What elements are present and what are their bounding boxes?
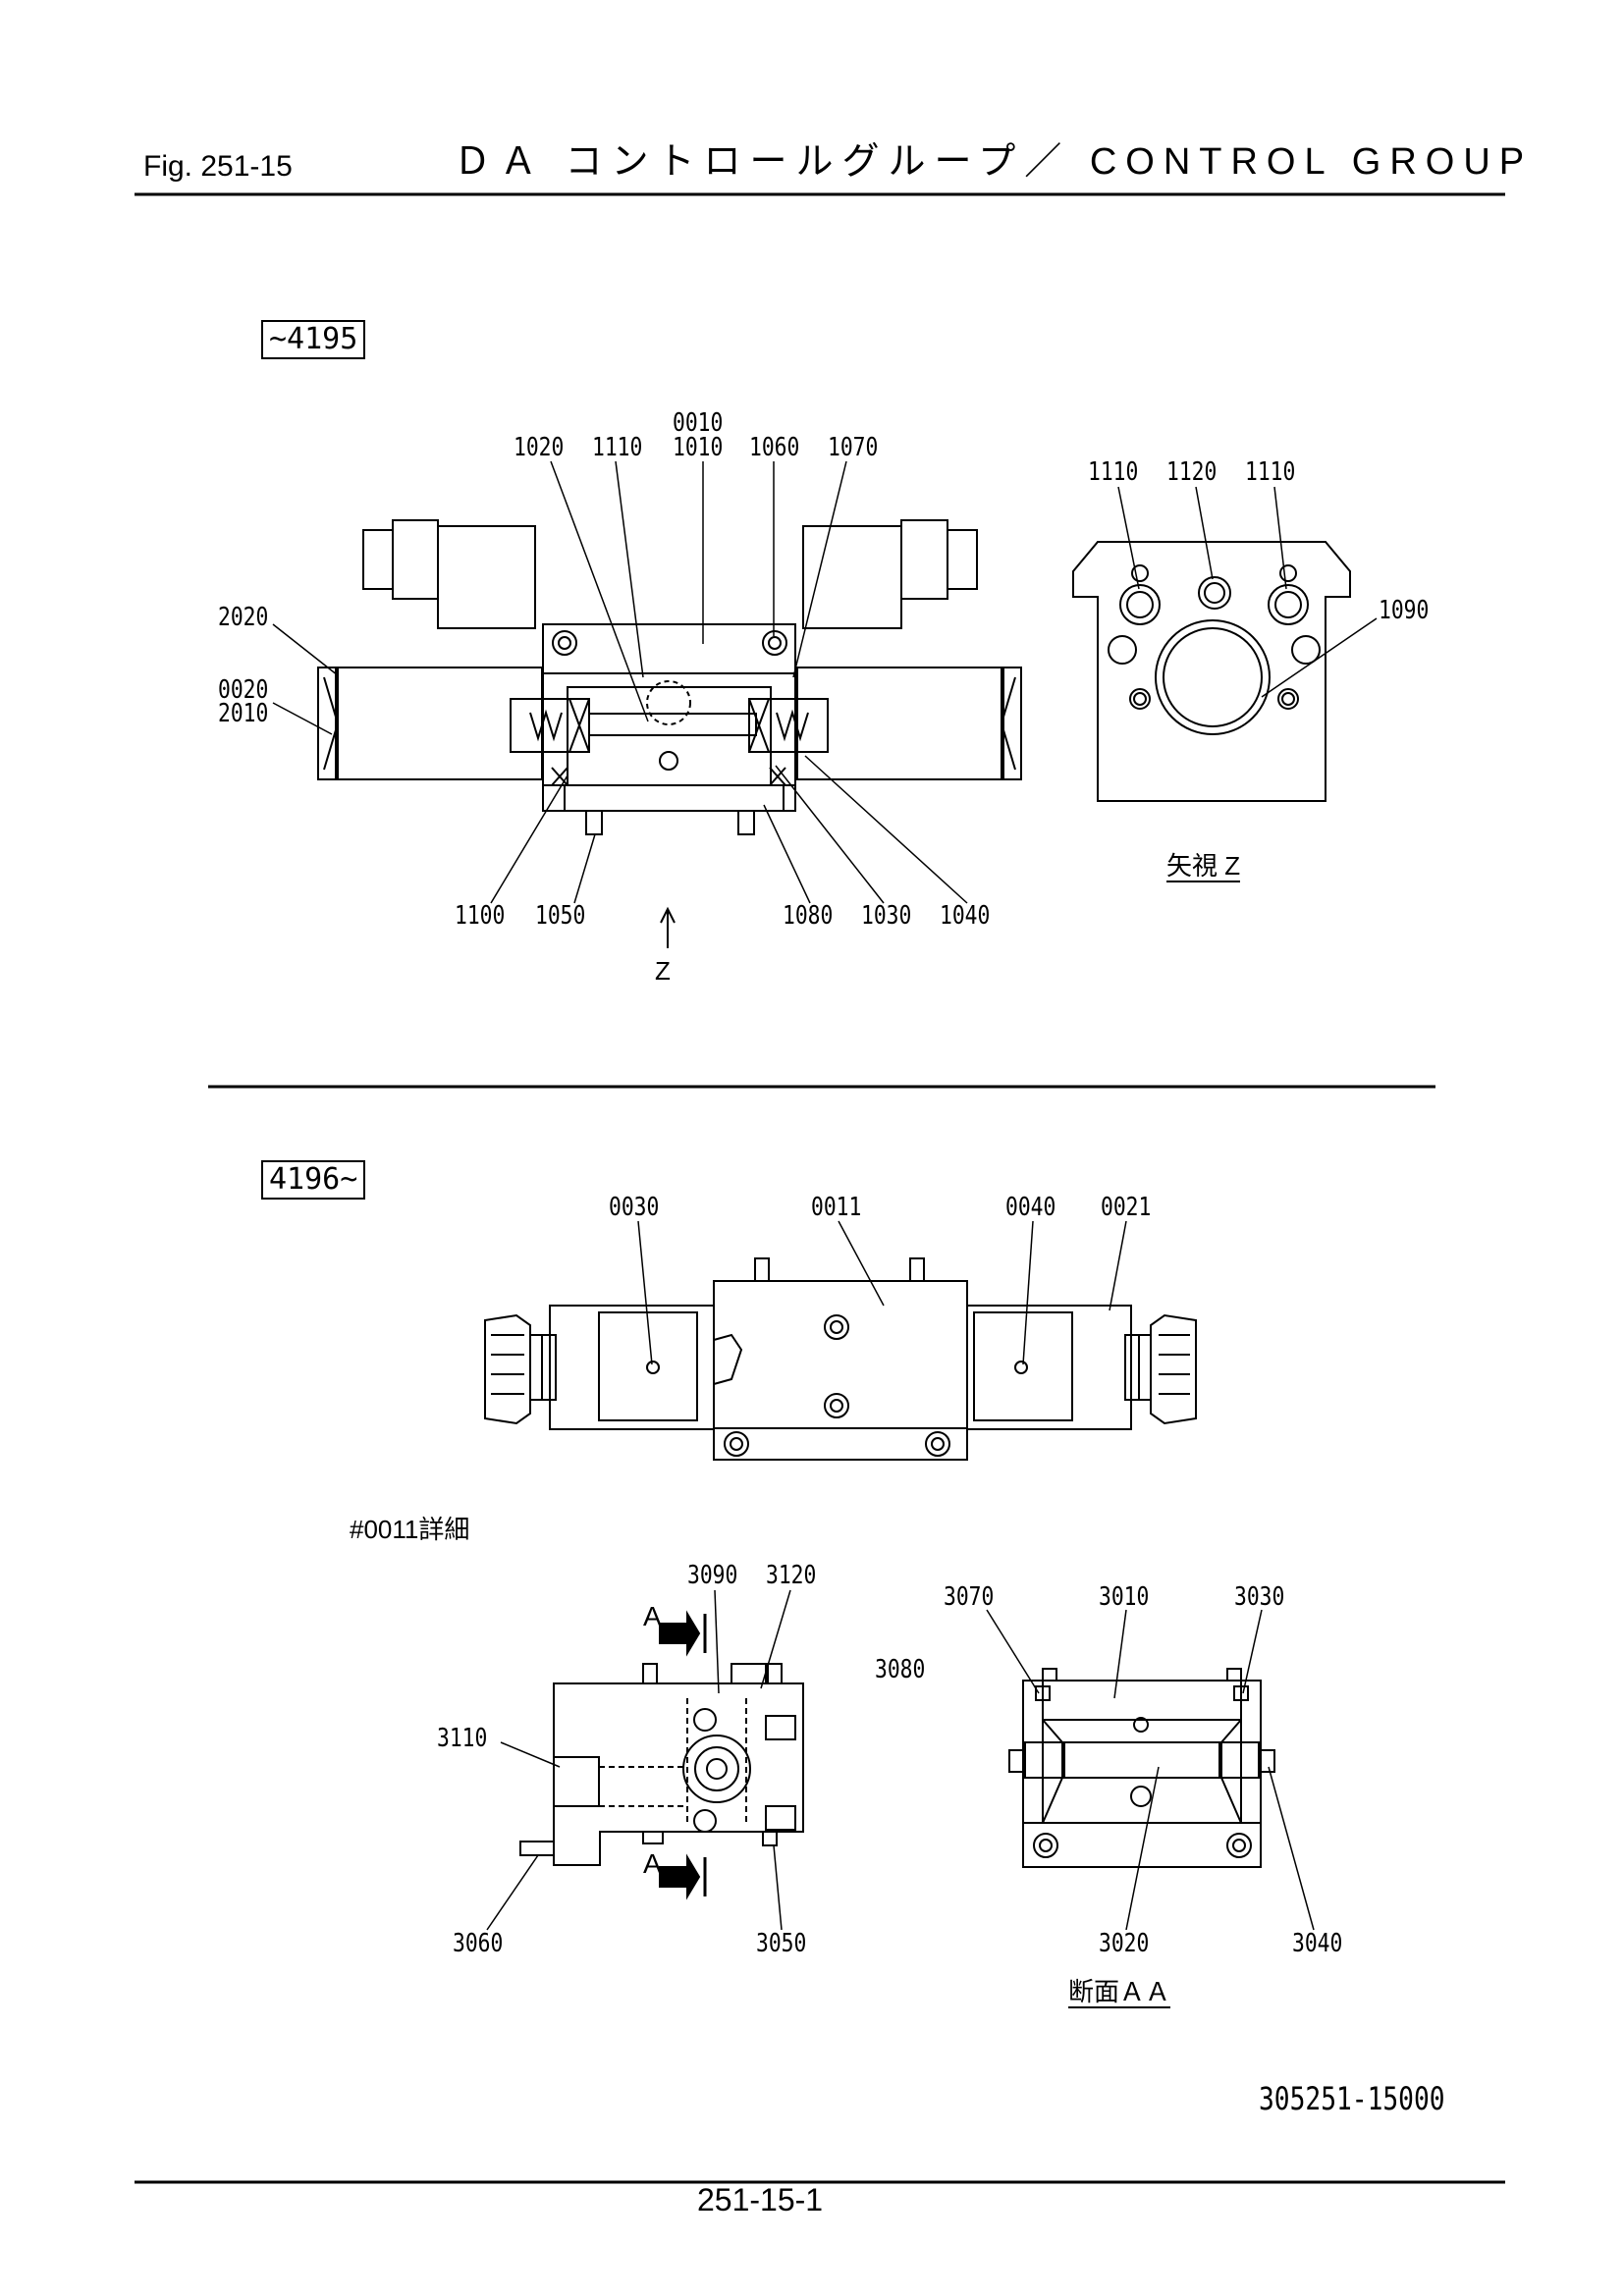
view-callout-1120: 1120 [1166, 457, 1218, 487]
callout-2020: 2020 [218, 603, 269, 632]
view-z-label: 矢視 Z [1166, 851, 1241, 882]
figure-number: Fig. 251-15 [143, 150, 293, 183]
view-z-drawing [1072, 486, 1378, 802]
document-number: 305251-15000 [1259, 2080, 1445, 2117]
section-aa-drawing [986, 1609, 1315, 1931]
callout-3050: 3050 [756, 1929, 807, 1958]
leaders-top [272, 460, 968, 948]
callout-3040: 3040 [1292, 1929, 1343, 1958]
page-number: 251-15-1 [697, 2182, 824, 2217]
detail-label: #0011詳細 [350, 1515, 470, 1544]
callout-1100: 1100 [455, 901, 506, 931]
valve-assembly-bottom [484, 1220, 1197, 1461]
view-arrow-label: Z [655, 956, 671, 986]
callout-3070: 3070 [944, 1582, 995, 1612]
callout-0010: 0010 [673, 408, 724, 438]
callout-1060: 1060 [749, 433, 800, 462]
section-marker-a-bottom: A [643, 1848, 662, 1879]
section-marker-a-top: A [643, 1601, 662, 1631]
callout-3060: 3060 [453, 1929, 504, 1958]
detail-0011-drawing [486, 1589, 804, 1931]
callout-1070: 1070 [828, 433, 879, 462]
callout-1010: 1010 [673, 433, 724, 462]
callout-1080: 1080 [783, 901, 834, 931]
callout-3110: 3110 [437, 1724, 488, 1753]
callout-0011: 0011 [811, 1193, 862, 1222]
view-callout-1110-left: 1110 [1088, 457, 1139, 487]
callout-3030: 3030 [1234, 1582, 1285, 1612]
page-title: ＤＡ コントロールグループ／ CONTROL GROUP [454, 141, 1534, 183]
callout-3080: 3080 [875, 1655, 926, 1684]
view-callout-1110-right: 1110 [1245, 457, 1296, 487]
callout-1030: 1030 [861, 901, 912, 931]
callout-1050: 1050 [535, 901, 586, 931]
callout-2010: 2010 [218, 699, 269, 728]
serial-range-box-bottom: 4196~ [261, 1160, 366, 1200]
valve-assembly-top [317, 519, 1022, 835]
callout-3090: 3090 [687, 1561, 738, 1590]
callout-3120: 3120 [766, 1561, 817, 1590]
callout-3010: 3010 [1099, 1582, 1150, 1612]
callout-1020: 1020 [514, 433, 565, 462]
section-aa-label: 断面ＡＡ [1068, 1977, 1171, 2008]
serial-range-box-top: ~4195 [261, 320, 366, 359]
view-callout-1090: 1090 [1379, 596, 1430, 625]
callout-1110: 1110 [592, 433, 643, 462]
callout-3020: 3020 [1099, 1929, 1150, 1958]
callout-0021: 0021 [1101, 1193, 1152, 1222]
callout-0030: 0030 [609, 1193, 660, 1222]
callout-0020: 0020 [218, 675, 269, 705]
callout-1040: 1040 [940, 901, 991, 931]
callout-0040: 0040 [1005, 1193, 1056, 1222]
